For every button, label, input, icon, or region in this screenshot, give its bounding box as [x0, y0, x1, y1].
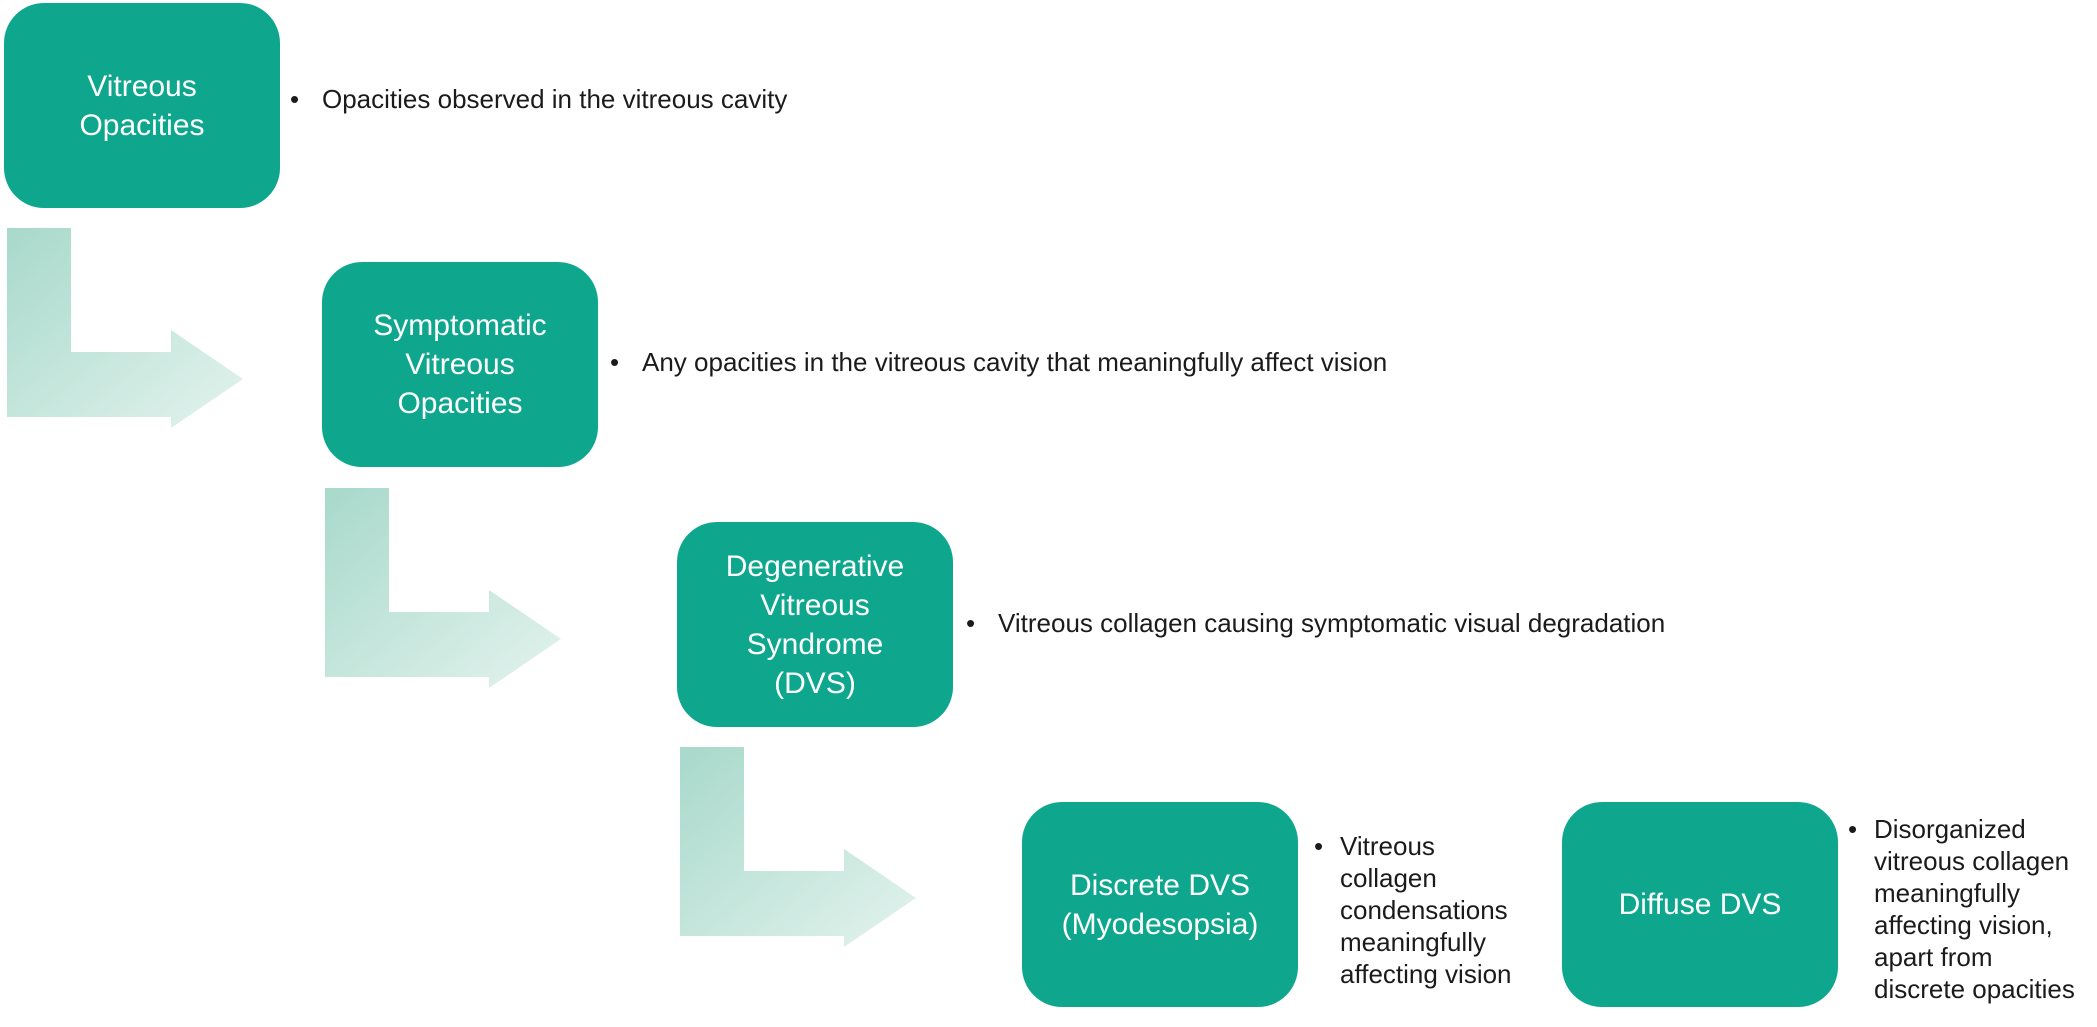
bent-arrow-icon [680, 747, 916, 947]
bullet-dot-icon: • [1848, 814, 1858, 844]
bullet-item-diffuse-dvs: • Disorganized vitreous collagen meaning… [1848, 813, 2097, 1005]
bullet-dot-icon: • [1314, 831, 1324, 861]
bent-arrow-icon [7, 228, 243, 428]
bullet-item-symptomatic-vitreous-opacities: • Any opacities in the vitreous cavity t… [610, 345, 1387, 379]
bullet-text: Opacities observed in the vitreous cavit… [322, 84, 788, 114]
bullet-item-vitreous-opacities: • Opacities observed in the vitreous cav… [290, 82, 787, 116]
node-label: Degenerative Vitreous Syndrome (DVS) [725, 549, 905, 700]
bullet-text: Vitreous collagen condensations meaningf… [1340, 831, 1512, 989]
node-label: Vitreous Opacities [79, 69, 205, 142]
node-discrete-dvs: Discrete DVS (Myodesopsia) [1022, 802, 1298, 1007]
node-degenerative-vitreous-syndrome: Degenerative Vitreous Syndrome (DVS) [677, 522, 953, 727]
node-label: Diffuse DVS [1618, 888, 1782, 921]
bullet-item-degenerative-vitreous-syndrome: • Vitreous collagen causing symptomatic … [966, 606, 1665, 640]
node-label: Symptomatic Vitreous Opacities [373, 309, 547, 420]
bullet-item-discrete-dvs: • Vitreous collagen condensations meanin… [1314, 830, 1558, 990]
bullet-text: Any opacities in the vitreous cavity tha… [642, 347, 1388, 377]
bullet-dot-icon: • [610, 347, 620, 377]
bullet-text: Disorganized vitreous collagen meaningfu… [1874, 814, 2075, 1004]
bullet-text: Vitreous collagen causing symptomatic vi… [998, 608, 1666, 638]
node-label: Discrete DVS (Myodesopsia) [1061, 868, 1259, 941]
node-vitreous-opacities: Vitreous Opacities [4, 3, 280, 208]
bullet-dot-icon: • [966, 608, 976, 638]
node-symptomatic-vitreous-opacities: Symptomatic Vitreous Opacities [322, 262, 598, 467]
node-diffuse-dvs: Diffuse DVS [1562, 802, 1838, 1007]
bullet-dot-icon: • [290, 84, 300, 114]
bent-arrow-icon [325, 488, 561, 688]
